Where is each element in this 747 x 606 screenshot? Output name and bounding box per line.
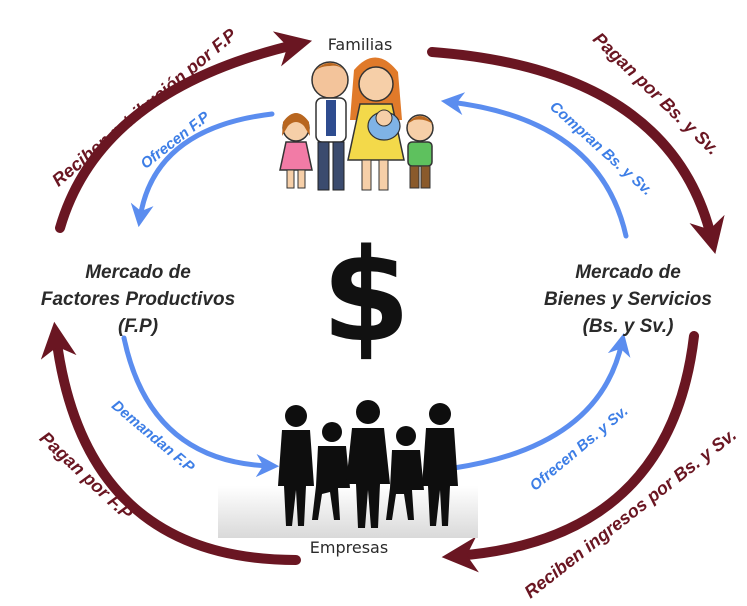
market-goods-line1: Mercado de [575,262,681,283]
market-goods-line2: Bienes y Servicios [544,289,712,310]
inner-arrow-top-left [130,111,275,228]
outer-arrow-bottom-right [441,331,699,573]
outer-arrow-top-right [427,47,725,255]
market-factors-line1: Mercado de [85,262,191,283]
label-outer-bottom-right: Reciben ingresos por Bs. y Sv. [520,424,740,602]
market-factors-line2: Factores Productivos [41,289,235,310]
market-factors-node: Mercado de Factores Productivos (F.P) [41,262,235,337]
market-goods-node: Mercado de Bienes y Servicios (Bs. y Sv.… [544,262,712,337]
dollar-icon: $ [321,222,410,371]
market-factors-line3: (F.P) [118,316,158,337]
inner-arrow-top-right [440,92,629,239]
market-goods-line3: (Bs. y Sv.) [583,316,674,337]
label-inner-top-left: Ofrecen F.P [137,108,213,173]
inner-arrow-bottom-left [121,335,280,478]
family-illustration-icon [279,57,434,191]
companies-label: Empresas [310,538,388,557]
business-people-silhouette-icon [278,400,458,528]
outer-arrow-bottom-left [40,321,301,565]
inner-arrow-bottom-right [451,333,631,471]
families-label: Familias [328,35,393,54]
label-inner-top-right: Compran Bs. y Sv. [546,98,655,199]
outer-arrow-top-left [55,31,313,233]
